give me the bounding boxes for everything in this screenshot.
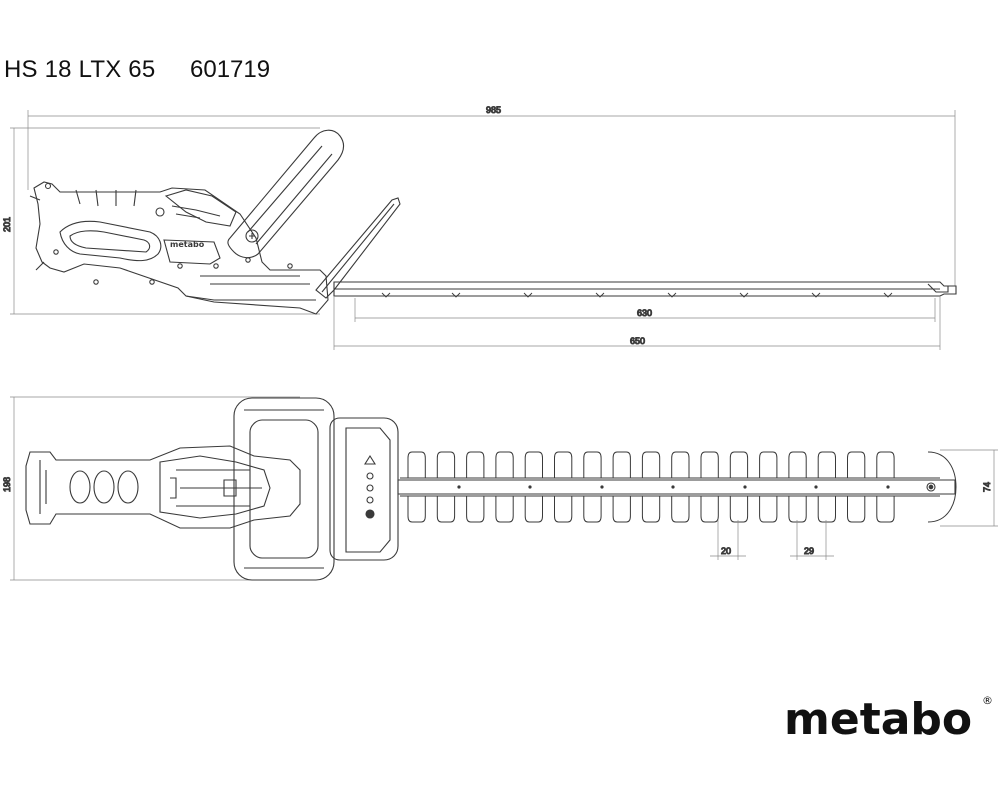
blade-teeth (402, 451, 957, 523)
dimension-label-top-width: 198 (2, 477, 12, 492)
rear-handle-body: metabo (29, 181, 329, 315)
dimension-label-cutting-length: 630 (637, 308, 652, 318)
blade-tip (927, 451, 957, 523)
dimension-cutting-length (354, 298, 936, 322)
rear-body-top (25, 445, 301, 529)
dimension-label-blade-length: 650 (630, 336, 645, 346)
dimension-blade-length (333, 296, 941, 350)
dimension-label-tooth-pitch: 29 (804, 546, 814, 556)
dimension-blade-width (940, 449, 998, 527)
dimension-tooth-pitch (790, 520, 834, 560)
model-name: HS 18 LTX 65 (4, 56, 156, 83)
metabo-logo: metabo ® (784, 694, 993, 745)
switch-housing-top (329, 417, 399, 561)
dimension-tooth-gap (710, 520, 746, 560)
dimension-label-blade-width: 74 (982, 482, 992, 492)
lower-teeth (402, 495, 901, 523)
dimension-side-height (10, 127, 320, 315)
blade-side (333, 281, 957, 298)
hand-guard (315, 197, 401, 299)
logo-text: metabo (784, 694, 972, 745)
upper-teeth (402, 451, 901, 479)
dimension-overall-length (27, 110, 956, 286)
blade-top (397, 451, 957, 523)
dimension-label-overall-length: 985 (486, 105, 501, 115)
dimension-label-side-height: 201 (2, 217, 12, 232)
front-handle (227, 129, 345, 259)
svg-text:metabo: metabo (170, 240, 205, 249)
top-view: 198 (1, 396, 998, 581)
registered-mark: ® (982, 694, 993, 707)
side-view: 985 201 metabo (1, 104, 957, 350)
loop-handle-top (233, 397, 335, 581)
article-number: 601719 (190, 56, 271, 83)
dimension-label-tooth-gap: 20 (721, 546, 731, 556)
